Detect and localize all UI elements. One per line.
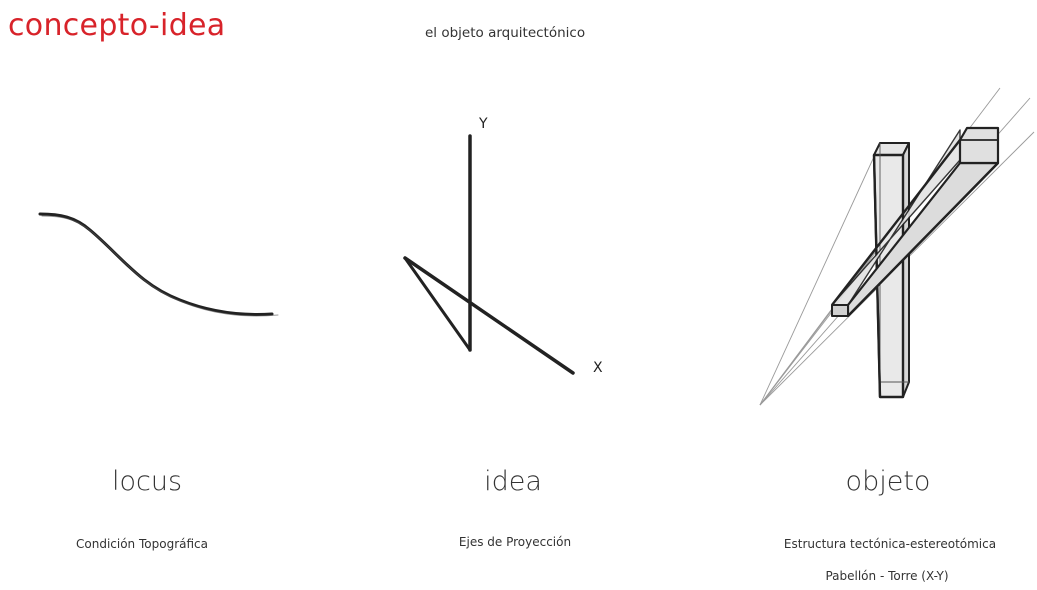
objeto-prism-drawing (759, 87, 1035, 406)
y-axis-label: Y (479, 116, 488, 132)
locus-curve-drawing (38, 212, 279, 317)
x-axis-label: X (593, 360, 603, 376)
locus-caption: Condición Topográfica (76, 537, 208, 551)
idea-caption: Ejes de Proyección (458, 535, 572, 549)
locus-label: locus (111, 466, 183, 497)
idea-axes-drawing (403, 134, 575, 375)
objeto-caption: Estructura tectónica-estereotómica (783, 537, 997, 551)
objeto-caption-secondary: Pabellón - Torre (X-Y) (825, 569, 949, 583)
objeto-label: objeto (845, 466, 931, 497)
page-subtitle: el objeto arquitectónico (425, 25, 586, 41)
page-title: concepto-idea (8, 8, 226, 43)
idea-label: idea (484, 466, 542, 497)
